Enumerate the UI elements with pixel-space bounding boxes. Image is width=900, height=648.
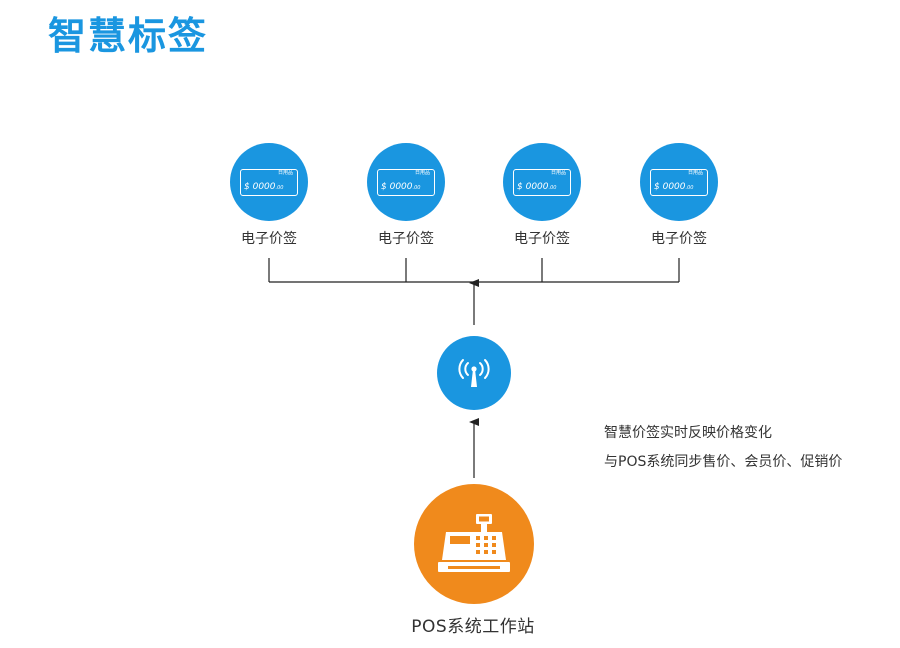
access-point-node xyxy=(437,336,511,410)
pos-label: POS系统工作站 xyxy=(411,617,535,637)
description-line-1: 智慧价签实时反映价格变化 xyxy=(604,425,772,441)
tag-display: 日用品 $ 0000.00 xyxy=(513,168,571,196)
tag-price: $ 0000.00 xyxy=(381,181,421,192)
tag-category: 日用品 xyxy=(687,169,703,176)
pos-node xyxy=(414,484,534,604)
tag-category: 日用品 xyxy=(414,169,430,176)
tag-category: 日用品 xyxy=(277,169,293,176)
tag-display: 日用品 $ 0000.00 xyxy=(377,168,435,196)
tag-label-2: 电子价签 xyxy=(378,231,434,247)
description-line-2: 与POS系统同步售价、会员价、促销价 xyxy=(604,454,843,470)
tag-price: $ 0000.00 xyxy=(654,181,694,192)
tag-display: 日用品 $ 0000.00 xyxy=(240,168,298,196)
tag-price: $ 0000.00 xyxy=(244,181,284,192)
tag-price: $ 0000.00 xyxy=(517,181,557,192)
tag-label-3: 电子价签 xyxy=(514,231,570,247)
price-tag-icon-3: 日用品 $ 0000.00 xyxy=(503,143,581,221)
tag-label-4: 电子价签 xyxy=(651,231,707,247)
cash-register-icon xyxy=(438,514,510,572)
page-title: 智慧标签 xyxy=(48,14,209,58)
tag-display: 日用品 $ 0000.00 xyxy=(650,168,708,196)
tag-category: 日用品 xyxy=(550,169,566,176)
price-tag-icon-4: 日用品 $ 0000.00 xyxy=(640,143,718,221)
wireless-antenna-icon xyxy=(458,359,490,387)
price-tag-icon-1: 日用品 $ 0000.00 xyxy=(230,143,308,221)
price-tag-icon-2: 日用品 $ 0000.00 xyxy=(367,143,445,221)
tag-label-1: 电子价签 xyxy=(241,231,297,247)
